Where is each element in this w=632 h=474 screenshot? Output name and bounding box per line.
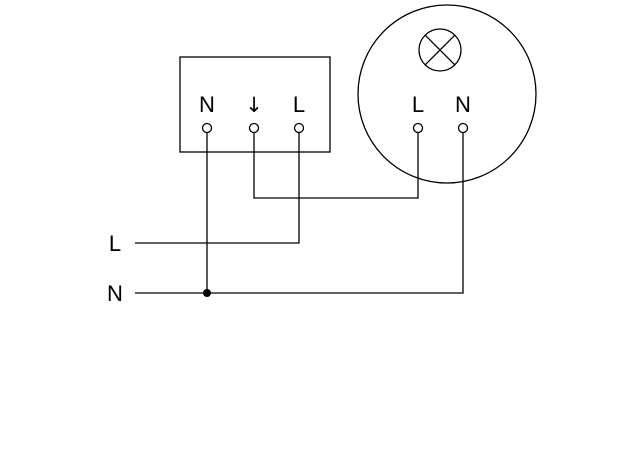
device-terminal-label-switched-live-arrow: ↓ [245,93,263,117]
wire-switched-live-to-lamp-l [253,132,419,199]
device-terminal-label-n: N [199,92,215,117]
lamp-fixture-circle [357,4,537,184]
lamp-terminal-label-l: L [412,92,424,117]
device-box [179,56,331,153]
supply-live-label: L [109,231,121,256]
lamp-terminal-l [412,122,424,134]
device-terminal-switched-live [248,122,260,134]
lamp-icon-cross-line-2 [424,34,456,66]
device-terminal-label-l: L [293,92,305,117]
lamp-terminal-label-n: N [455,92,471,117]
device-terminal-n [201,122,213,134]
wire-neutral-supply-to-lamp-n [135,132,464,294]
wires [135,132,464,294]
device-terminal-l [293,122,305,134]
lamp-terminal-n [457,122,469,134]
lamp-icon [418,28,462,72]
diagram-geometry [135,4,537,297]
junction-dot [203,289,211,297]
lamp-icon-circle [418,28,462,72]
wire-live-supply-to-device-l [135,132,300,244]
supply-neutral-label: N [107,281,123,306]
